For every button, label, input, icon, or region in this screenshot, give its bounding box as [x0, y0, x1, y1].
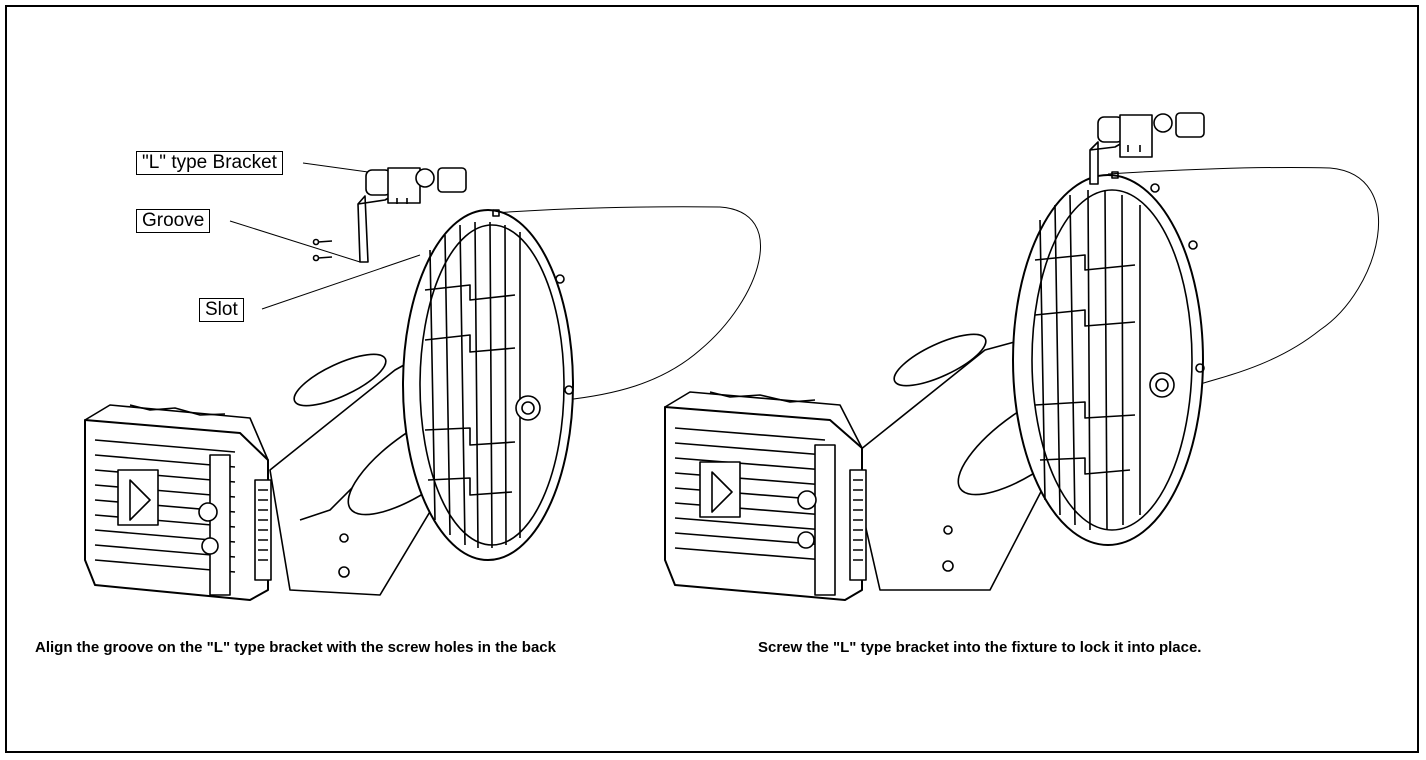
left-l-bracket — [357, 195, 369, 263]
right-fixture-body — [1012, 174, 1204, 546]
right-assembly — [664, 112, 1379, 601]
diagram-frame — [5, 5, 1419, 753]
callout-bracket: "L" type Bracket — [136, 151, 283, 175]
left-screws — [317, 240, 333, 259]
callout-groove: Groove — [136, 209, 211, 233]
right-light-beam — [1107, 166, 1379, 385]
left-fixture-body — [402, 209, 574, 561]
leader-slot — [261, 254, 421, 310]
left-assembly — [84, 162, 761, 601]
leader-groove — [229, 220, 361, 263]
caption-step-1: Align the groove on the "L" type bracket… — [35, 639, 556, 656]
left-light-beam — [494, 206, 761, 401]
right-l-bracket — [1089, 141, 1099, 185]
leader-bracket — [302, 162, 369, 173]
caption-step-2: Screw the "L" type bracket into the fixt… — [758, 639, 1202, 656]
callout-slot: Slot — [199, 298, 244, 322]
